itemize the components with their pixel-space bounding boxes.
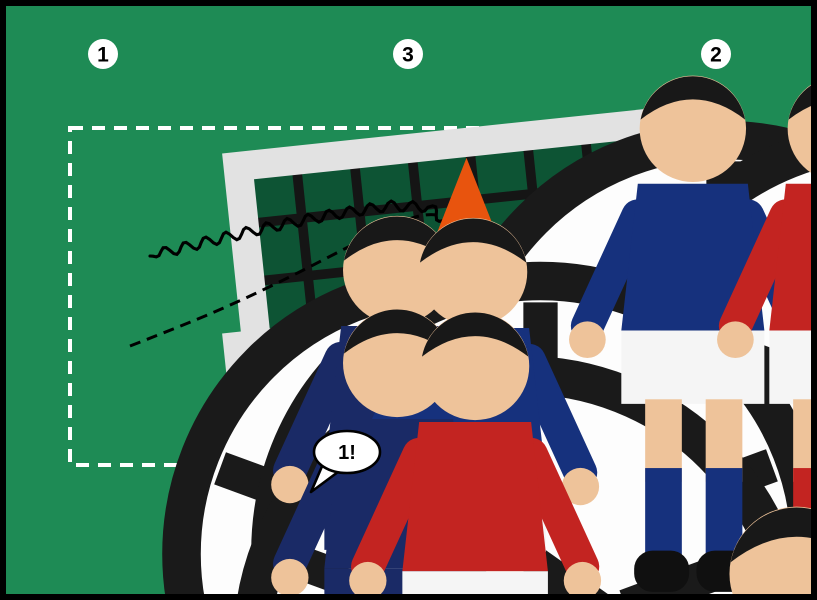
station-marker-circle (393, 39, 423, 69)
station-marker-2: 2 (701, 39, 731, 69)
station-marker-1: 1 (88, 39, 118, 69)
station-marker-circle (701, 39, 731, 69)
station-marker-circle (88, 39, 118, 69)
speech-bubble-text: 1! (338, 442, 356, 464)
station-marker-label: 1 (97, 44, 109, 67)
station-marker-label: 2 (710, 44, 722, 67)
dashed-run-path (129, 213, 545, 348)
station-markers: 1 3 2 (88, 39, 731, 69)
station-marker-label: 3 (402, 44, 414, 67)
coach-speech-bubble: 1! (309, 429, 382, 494)
speech-bubble-fill (316, 433, 378, 471)
station-marker-3: 3 (393, 39, 423, 69)
